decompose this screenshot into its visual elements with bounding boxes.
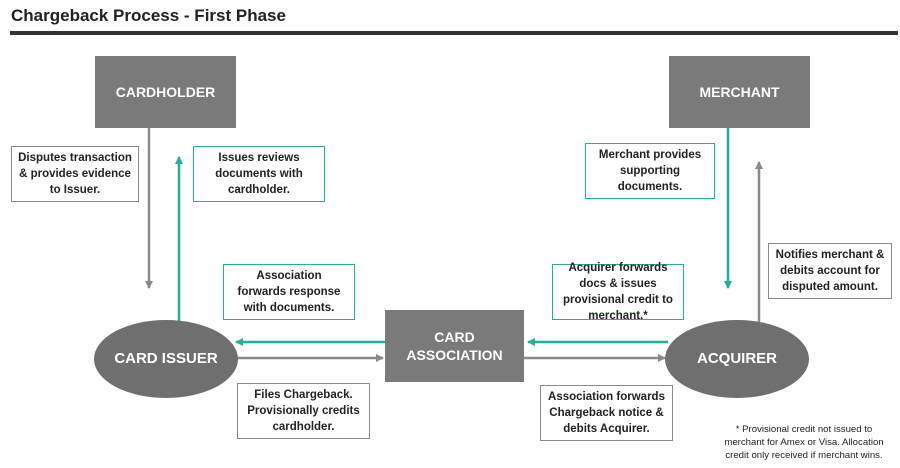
note-files-chargeback: Files Chargeback. Provisionally credits … (237, 383, 370, 439)
note-acquirer-forwards: Acquirer forwards docs & issues provisio… (552, 262, 684, 322)
note-association-forwards-response: Association forwards response with docum… (223, 264, 355, 320)
node-card-issuer: CARD ISSUER (94, 320, 238, 398)
node-card-association: CARD ASSOCIATION (385, 310, 524, 382)
note-merchant-provides: Merchant provides supporting documents. (585, 143, 715, 199)
note-association-forwards-notice: Association forwards Chargeback notice &… (540, 385, 673, 441)
note-notifies-merchant: Notifies merchant & debits account for d… (768, 243, 892, 299)
node-merchant: MERCHANT (669, 56, 810, 128)
node-acquirer: ACQUIRER (665, 320, 809, 398)
note-issues-reviews: Issues reviews documents with cardholder… (193, 146, 325, 202)
note-disputes: Disputes transaction & provides evidence… (11, 146, 139, 202)
page-title: Chargeback Process - First Phase (11, 6, 286, 25)
node-cardholder: CARDHOLDER (95, 56, 236, 128)
title-underline (10, 31, 898, 35)
footnote: * Provisional credit not issued to merch… (724, 424, 884, 461)
